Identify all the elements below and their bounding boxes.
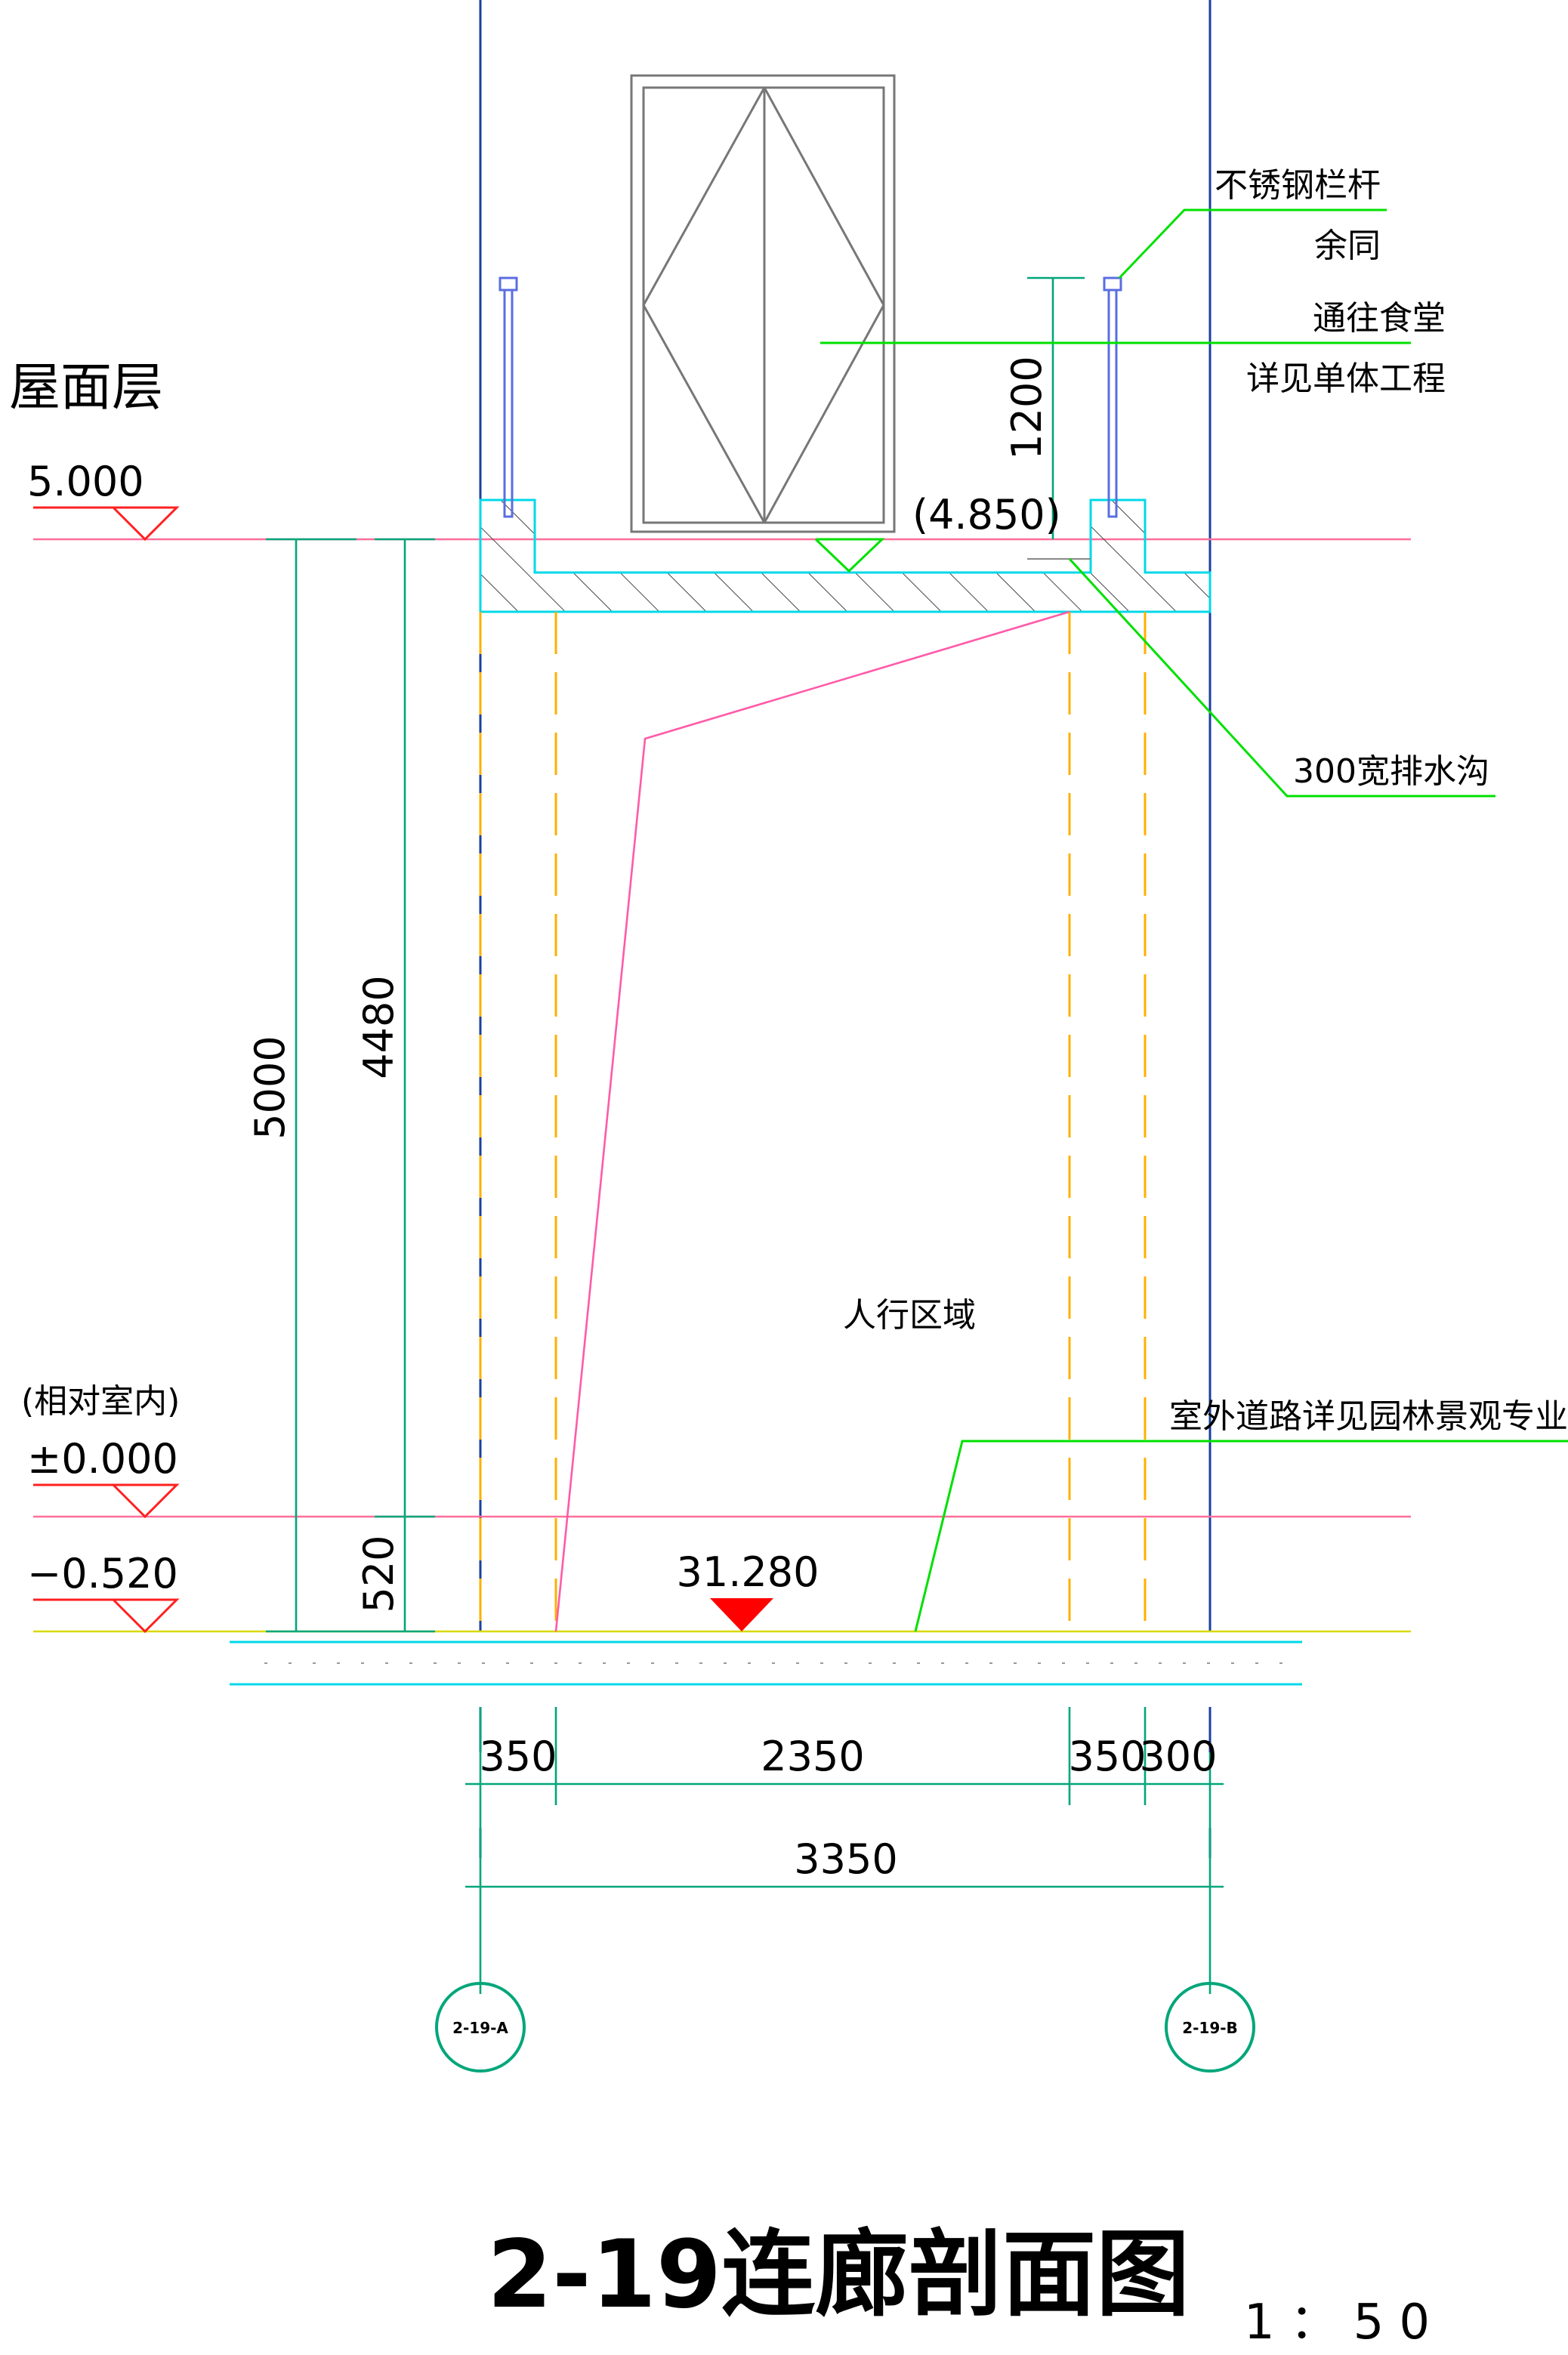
dim-520: 520 xyxy=(355,1535,403,1613)
note-railing: 不锈钢栏杆 xyxy=(1215,166,1381,205)
axis-label-b: 2-19-B xyxy=(1182,2019,1238,2037)
vertical-dimensions xyxy=(266,276,1085,1633)
leader-lines xyxy=(820,208,1568,1632)
horizontal-dimensions xyxy=(465,1707,1224,1994)
door xyxy=(630,74,896,533)
roof-label: 屋面层 xyxy=(9,358,163,418)
note-door: 通往食堂 xyxy=(1313,299,1446,338)
dim-4480: 4480 xyxy=(355,975,403,1079)
relative-note: (相对室内) xyxy=(21,1382,180,1421)
drawing-title: 2-19连廊剖面图 xyxy=(487,2221,1190,2329)
dim-5000: 5000 xyxy=(246,1036,294,1139)
axis-lines xyxy=(479,0,1211,1858)
drawing-scale: 1：50 xyxy=(1244,2295,1445,2350)
roof-slab xyxy=(479,498,1211,613)
note-gutter: 300宽排水沟 xyxy=(1293,752,1489,791)
dim-350-left: 350 xyxy=(479,1733,557,1780)
level-floor: ±0.000 xyxy=(27,1435,178,1483)
note-zone: 人行区域 xyxy=(843,1296,976,1335)
dim-350-right: 350 xyxy=(1068,1733,1146,1780)
gutter-level-marker xyxy=(814,538,885,573)
level-gutter: (4.850) xyxy=(912,491,1061,539)
note-road: 室外道路详见园林景观专业 xyxy=(1169,1397,1568,1436)
dim-300: 300 xyxy=(1139,1733,1217,1780)
dim-3350: 3350 xyxy=(794,1835,897,1883)
dim-1200: 1200 xyxy=(1003,356,1051,459)
level-site: 31.280 xyxy=(677,1548,819,1596)
column-dashes xyxy=(479,612,1147,1631)
level-ground: −0.520 xyxy=(27,1550,178,1597)
dim-2350: 2350 xyxy=(761,1733,864,1780)
axis-bubble-a: 2-19-A xyxy=(435,1982,526,2073)
axis-bubble-b: 2-19-B xyxy=(1165,1982,1255,2073)
level-markers xyxy=(33,506,773,1634)
note-railing-sub: 余同 xyxy=(1314,227,1381,265)
slope-line xyxy=(554,610,1070,1632)
railing xyxy=(498,276,1122,518)
level-lines xyxy=(33,538,1411,1633)
note-door-sub: 详见单体工程 xyxy=(1246,360,1446,398)
level-roof: 5.000 xyxy=(27,458,144,505)
ground-slab xyxy=(230,1640,1302,1686)
axis-label-a: 2-19-A xyxy=(452,2019,508,2037)
